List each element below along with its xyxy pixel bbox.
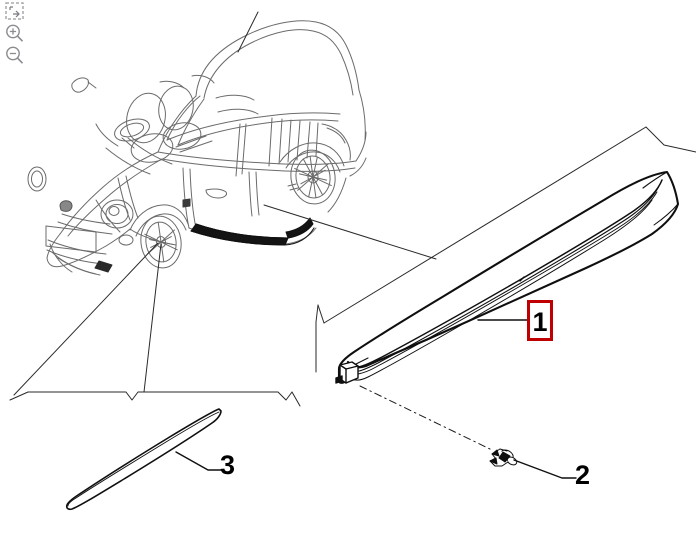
zoom-in-button[interactable] xyxy=(3,23,27,44)
callout-label-2[interactable]: 2 xyxy=(575,460,591,490)
callout-leader-3 xyxy=(175,451,223,471)
leader-sill-to-detail1 xyxy=(263,204,437,260)
callout-leader-2 xyxy=(513,459,577,479)
vehicle-sill-outline xyxy=(190,221,315,246)
leader-wheel-to-detail3-a xyxy=(13,242,159,396)
callout-leaders xyxy=(175,319,577,479)
part-3-lower-trim-strip xyxy=(65,408,222,511)
leader-roof xyxy=(237,11,259,53)
zoom-in-icon xyxy=(6,24,24,42)
vehicle-illustration xyxy=(27,20,367,276)
leader-wheel-to-detail3-b xyxy=(143,243,162,393)
part-2-retaining-clip xyxy=(489,448,518,467)
vehicle-sill-highlight xyxy=(190,217,314,246)
callout-label-1[interactable]: 1 xyxy=(527,300,553,341)
viewer-toolbar xyxy=(0,0,30,64)
zoom-out-icon xyxy=(6,46,24,64)
fit-icon xyxy=(5,2,24,20)
callout-label-3[interactable]: 3 xyxy=(220,450,236,480)
leader-lines xyxy=(13,11,437,396)
part-1-clip-boss xyxy=(335,361,359,384)
fit-to-window-button[interactable] xyxy=(3,1,27,22)
detail-frame-3 xyxy=(9,391,301,407)
detail-frame-1 xyxy=(315,126,696,373)
part-1-side-sill-moulding xyxy=(337,170,680,384)
assembly-axis-line xyxy=(359,385,493,451)
zoom-out-button[interactable] xyxy=(3,45,27,66)
